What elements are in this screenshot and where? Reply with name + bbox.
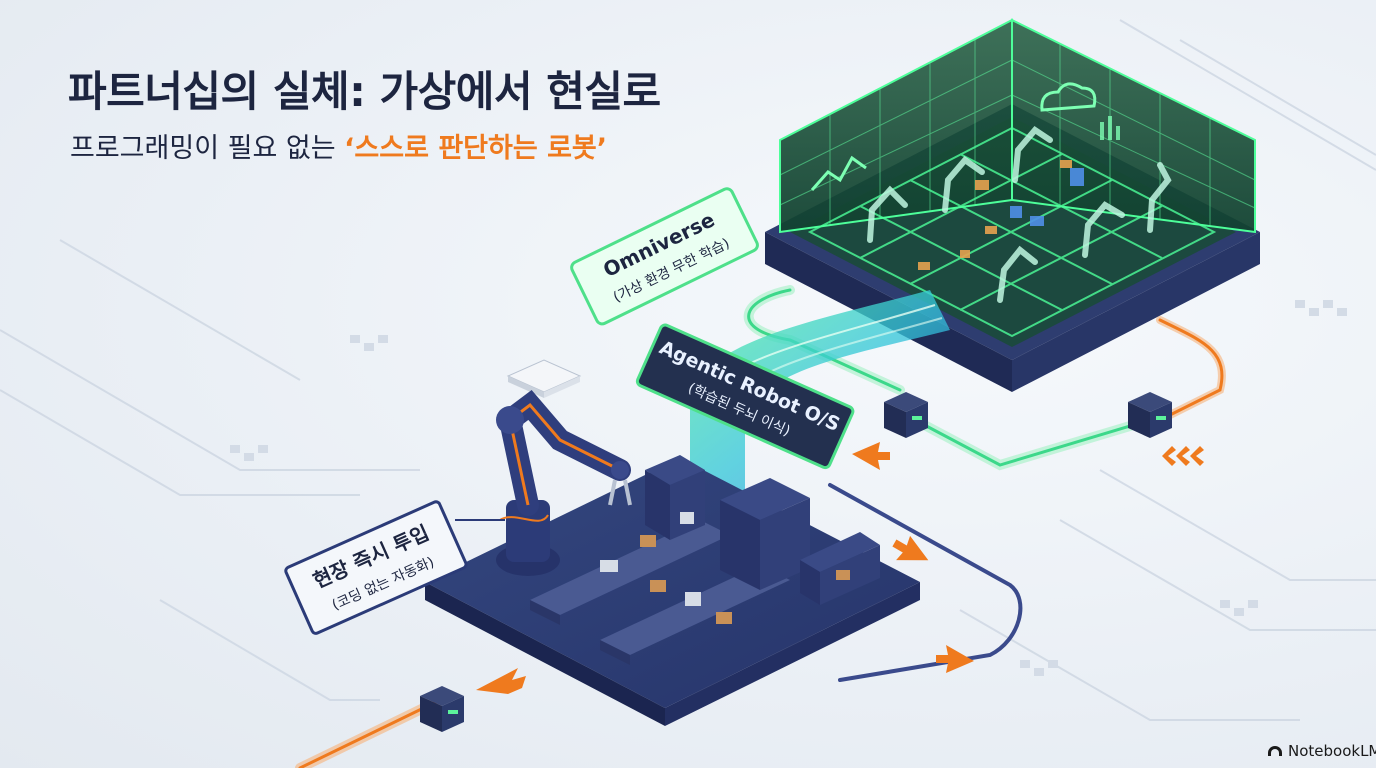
notebooklm-logo: NotebookLM bbox=[1268, 742, 1376, 760]
cables bbox=[295, 285, 1226, 768]
circuit-lines bbox=[0, 19, 1376, 721]
slide-subtitle: 프로그래밍이 필요 없는 ‘스스로 판단하는 로봇’ bbox=[70, 126, 607, 165]
arrow-icon bbox=[476, 442, 1204, 694]
robot-arm-icon bbox=[867, 126, 1172, 303]
cloud-icon bbox=[1040, 82, 1097, 112]
slide-title: 파트너십의 실체: 가상에서 현실로 bbox=[68, 67, 661, 116]
omniverse-callout: Omniverse (가상 환경 무한 학습) bbox=[570, 187, 759, 326]
circuit-dots bbox=[230, 300, 1347, 676]
notebook-logo-icon bbox=[1268, 746, 1282, 756]
virtual-platform bbox=[765, 18, 1260, 392]
subtitle-highlight: ‘스스로 판단하는 로봇’ bbox=[344, 133, 608, 164]
data-cubes bbox=[420, 392, 1172, 732]
chip-icon bbox=[506, 359, 582, 398]
subtitle-prefix: 프로그래밍이 필요 없는 bbox=[70, 133, 345, 164]
field-callout: 현장 즉시 투입 (코딩 없는 자동화) bbox=[284, 500, 468, 635]
conveyor-icon bbox=[530, 520, 790, 665]
notebooklm-logo-text: NotebookLM bbox=[1288, 742, 1376, 760]
robot-arm-icon bbox=[496, 390, 632, 576]
real-platform bbox=[425, 390, 920, 726]
